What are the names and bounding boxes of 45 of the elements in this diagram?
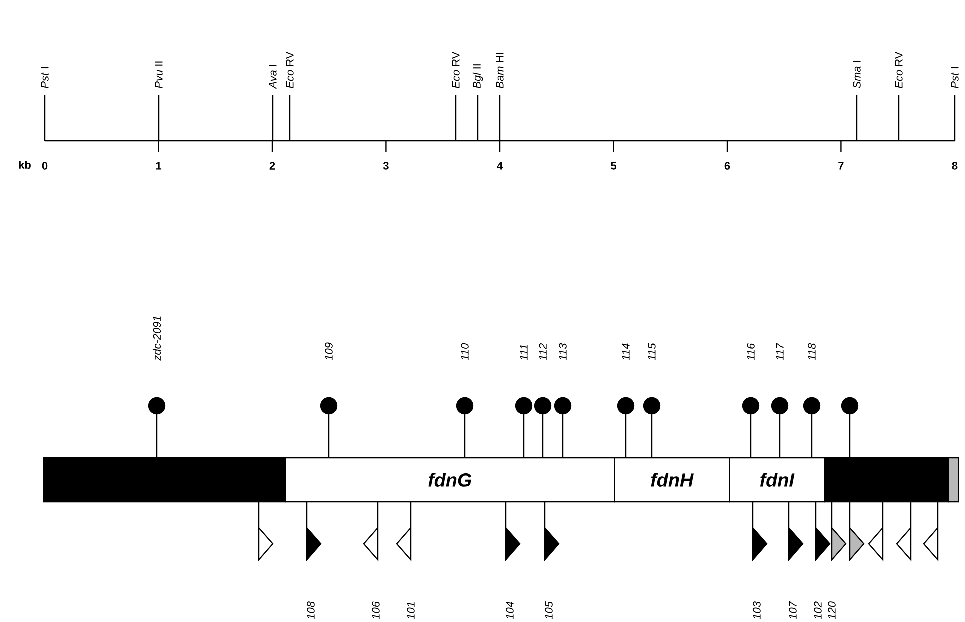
- site-label: Pst I: [41, 68, 49, 88]
- insertion-label: 107: [789, 601, 797, 620]
- mutation-label: 115: [648, 343, 656, 361]
- mutation-label: 109: [325, 342, 333, 361]
- mutation-label: 110: [461, 343, 469, 361]
- insertion-label: 105: [545, 601, 553, 620]
- site-label: Pvu II: [155, 62, 163, 88]
- insertion-label: 120: [828, 602, 836, 620]
- tick-label: 7: [838, 162, 844, 170]
- gene-box: fdnI: [729, 457, 826, 503]
- mutation-label: zdc-2091: [152, 316, 162, 361]
- insertion-label: 108: [307, 602, 315, 620]
- site-label: Sma I: [853, 61, 861, 88]
- site-label: Eco RV: [452, 52, 460, 88]
- gene-box: fdnH: [614, 457, 730, 503]
- insertion-label: 102: [814, 602, 822, 620]
- tick-label: 1: [156, 162, 162, 170]
- tick-label: 0: [42, 162, 48, 170]
- mutation-label: 117: [776, 343, 784, 361]
- mutation-label: 114: [622, 344, 630, 361]
- insertion-label: 103: [753, 602, 761, 620]
- mutation-label: 113: [559, 343, 567, 361]
- site-label: Ava I: [269, 65, 277, 90]
- mutation-label: 112: [539, 343, 547, 361]
- insertion-label: 101: [407, 602, 415, 620]
- tick-label: 3: [383, 162, 389, 170]
- axis-label: kb: [19, 160, 31, 170]
- tick-label: 4: [497, 162, 503, 170]
- site-label: Pst I: [951, 68, 959, 88]
- tick-label: 2: [270, 162, 276, 170]
- chromosome-bar: [43, 457, 286, 503]
- tick-label: 5: [611, 162, 617, 170]
- stippled-bar: [948, 457, 960, 503]
- mutation-label: 111: [520, 345, 528, 361]
- insertion-label: 104: [506, 602, 514, 620]
- site-label: Eco RV: [895, 52, 903, 88]
- tick-label: 6: [724, 162, 730, 170]
- mutation-label: 116: [747, 343, 755, 361]
- insertion-label: 106: [372, 602, 380, 620]
- site-label: Bgl II: [472, 64, 484, 88]
- chromosome-bar: [824, 457, 950, 503]
- site-label: Eco RV: [286, 52, 294, 88]
- tick-label: 8: [952, 162, 958, 170]
- site-label: Bam HI: [496, 53, 504, 88]
- mutation-label: 118: [808, 343, 816, 361]
